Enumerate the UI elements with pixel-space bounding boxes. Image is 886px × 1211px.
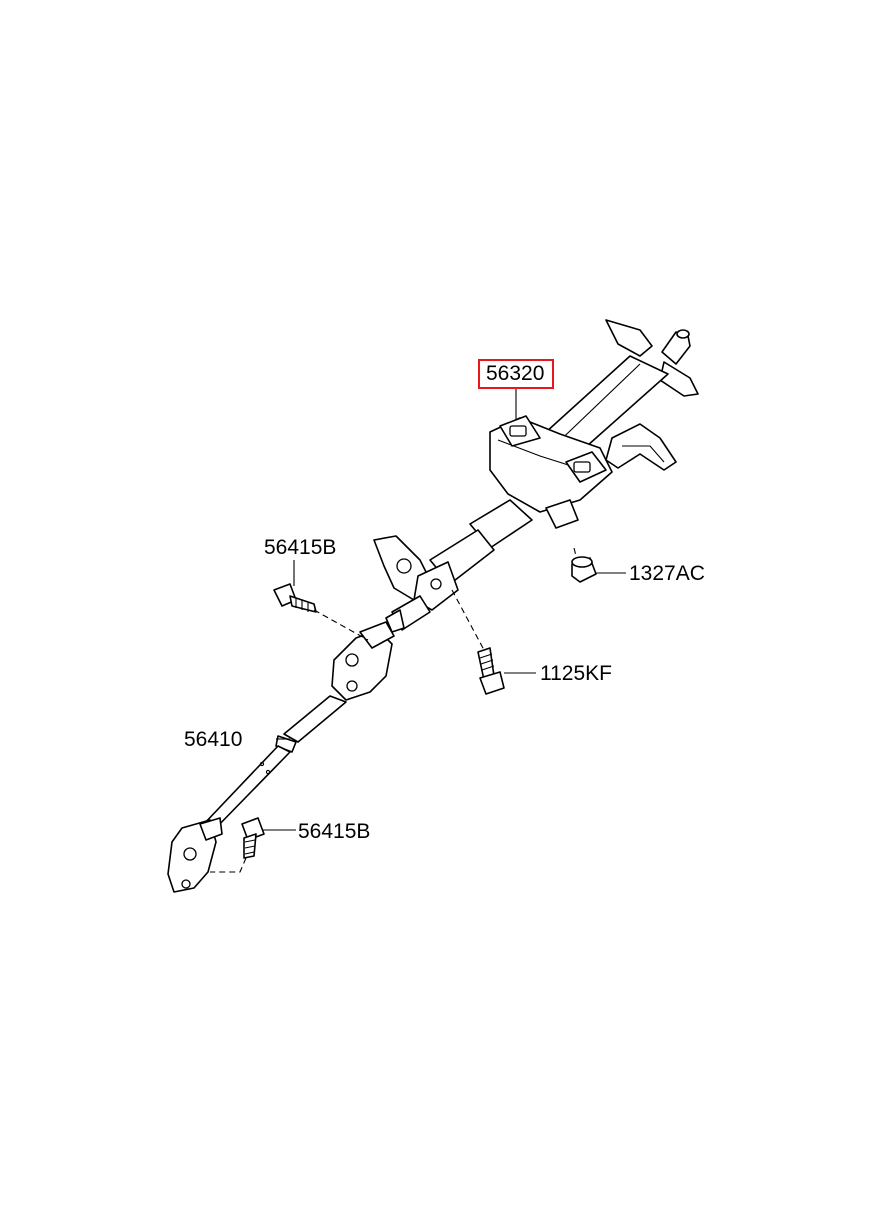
callout-56415B-bottom[interactable]: 56415B <box>298 820 371 843</box>
callout-56410[interactable]: 56410 <box>184 728 243 751</box>
callout-1125KF[interactable]: 1125KF <box>540 662 612 685</box>
steering-column-assembly-icon <box>373 319 699 633</box>
leader-lines <box>210 389 626 873</box>
callout-56415B-top[interactable]: 56415B <box>264 536 337 559</box>
callout-56320[interactable]: 56320 <box>486 362 545 385</box>
highlight-box <box>478 359 554 389</box>
bushing-icon <box>571 556 597 583</box>
universal-joint-shaft-icon <box>167 621 395 893</box>
callout-1327AC[interactable]: 1327AC <box>629 562 705 585</box>
bolt-icon <box>273 583 317 613</box>
bolt-icon <box>241 817 265 859</box>
bolt-icon <box>477 647 505 695</box>
